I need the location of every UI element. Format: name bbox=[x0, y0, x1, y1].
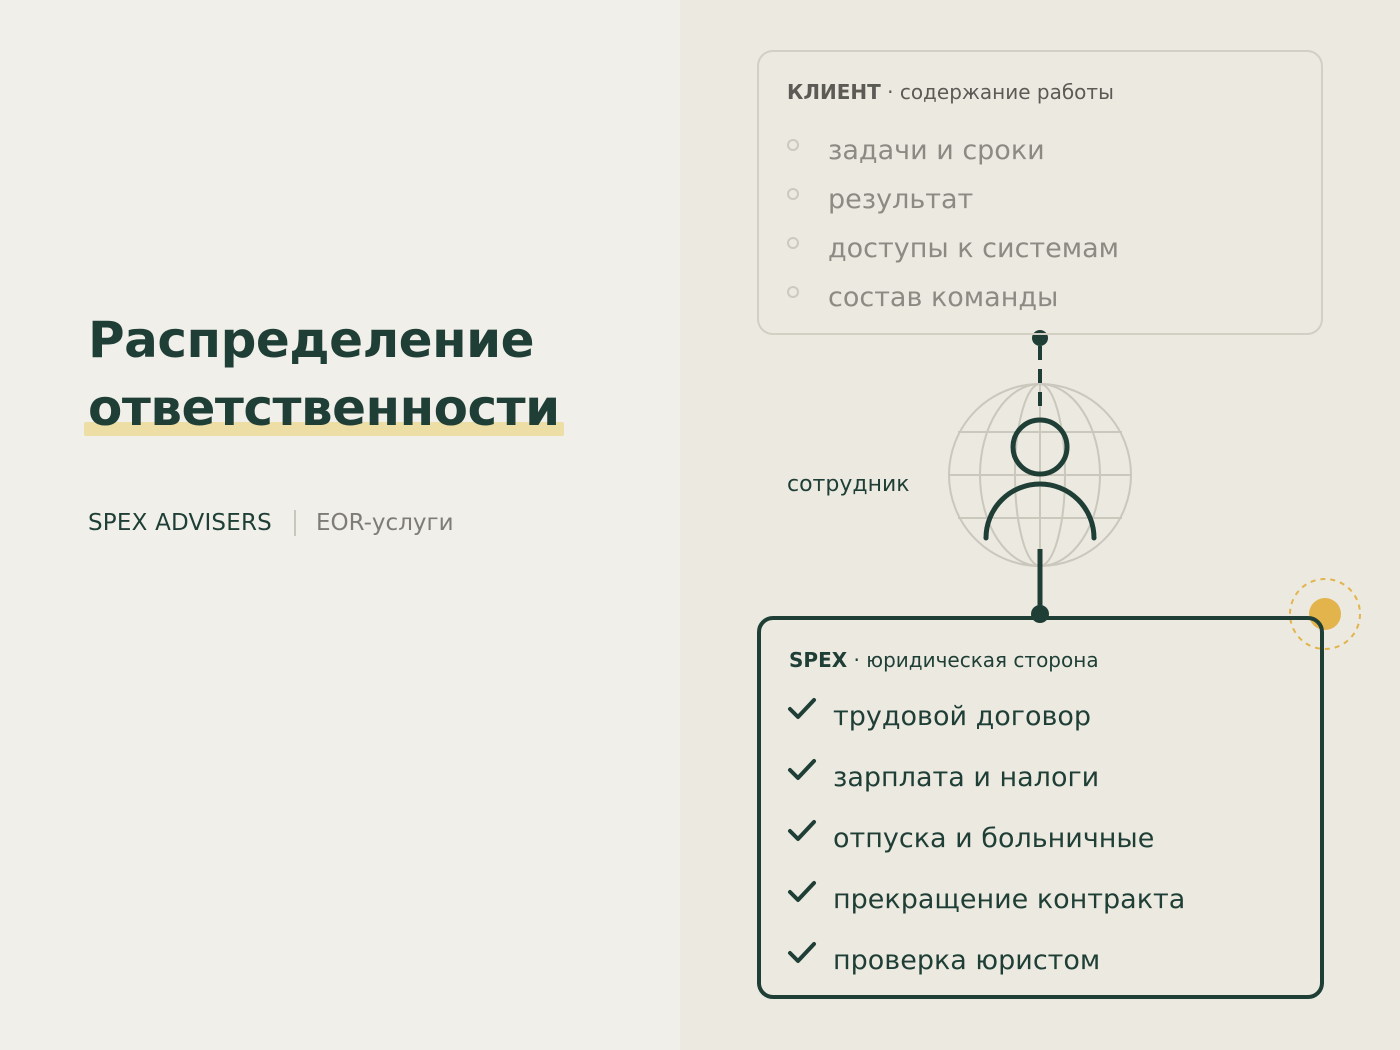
circle-bullet-icon bbox=[787, 138, 799, 151]
brand-row: SPEX ADVISERS EOR-услуги bbox=[88, 506, 454, 540]
client-item-text: задачи и сроки bbox=[828, 135, 1045, 166]
circle-bullet-icon bbox=[787, 236, 799, 249]
page-title: Распределение ответственности bbox=[84, 306, 564, 442]
client-label: КЛИЕНТ · содержание работы bbox=[787, 80, 1114, 104]
spex-item: проверка юристом bbox=[787, 930, 1185, 991]
title-line-2: ответственности bbox=[84, 374, 564, 442]
spex-label: SPEX · юридическая сторона bbox=[789, 648, 1099, 672]
spex-item-text: прекращение контракта bbox=[833, 884, 1186, 915]
spex-list: трудовой договор зарплата и налоги отпус… bbox=[787, 686, 1185, 991]
service-name: EOR-услуги bbox=[315, 510, 454, 536]
spex-item: трудовой договор bbox=[787, 686, 1185, 747]
spex-item: прекращение контракта bbox=[787, 869, 1185, 930]
check-icon bbox=[788, 819, 816, 841]
client-item: результат bbox=[787, 175, 1119, 224]
spex-item-text: отпуска и больничные bbox=[833, 823, 1155, 854]
check-icon bbox=[788, 758, 816, 780]
brand-name: SPEX ADVISERS bbox=[88, 510, 272, 536]
client-list: задачи и сроки результат доступы к систе… bbox=[787, 126, 1119, 322]
client-box: КЛИЕНТ · содержание работы задачи и срок… bbox=[757, 50, 1323, 335]
client-item: состав команды bbox=[787, 273, 1119, 322]
spex-item: зарплата и налоги bbox=[787, 747, 1185, 808]
client-item-text: доступы к системам bbox=[828, 233, 1120, 264]
title-line-1: Распределение bbox=[88, 311, 535, 369]
spex-box: SPEX · юридическая сторона трудовой дого… bbox=[757, 616, 1324, 999]
check-icon bbox=[788, 941, 816, 963]
spex-item-text: проверка юристом bbox=[833, 945, 1101, 976]
check-icon bbox=[788, 880, 816, 902]
person-icon bbox=[983, 417, 1097, 541]
client-item: задачи и сроки bbox=[787, 126, 1119, 175]
brand-divider bbox=[293, 510, 296, 536]
client-item-text: результат bbox=[828, 184, 974, 215]
spex-label-bold: SPEX bbox=[789, 648, 848, 672]
client-item-text: состав команды bbox=[828, 282, 1059, 313]
accent-ring bbox=[1289, 578, 1361, 650]
client-label-bold: КЛИЕНТ bbox=[787, 80, 881, 104]
spex-item-text: трудовой договор bbox=[833, 701, 1092, 732]
employee-label: сотрудник bbox=[787, 472, 910, 497]
client-item: доступы к системам bbox=[787, 224, 1119, 273]
title-highlight: ответственности bbox=[84, 374, 564, 442]
circle-bullet-icon bbox=[787, 285, 799, 298]
spex-item: отпуска и больничные bbox=[787, 808, 1185, 869]
client-label-rest: · содержание работы bbox=[880, 80, 1114, 104]
spex-label-rest: · юридическая сторона bbox=[847, 648, 1099, 672]
circle-bullet-icon bbox=[787, 187, 799, 200]
check-icon bbox=[788, 697, 816, 719]
spex-item-text: зарплата и налоги bbox=[833, 762, 1100, 793]
